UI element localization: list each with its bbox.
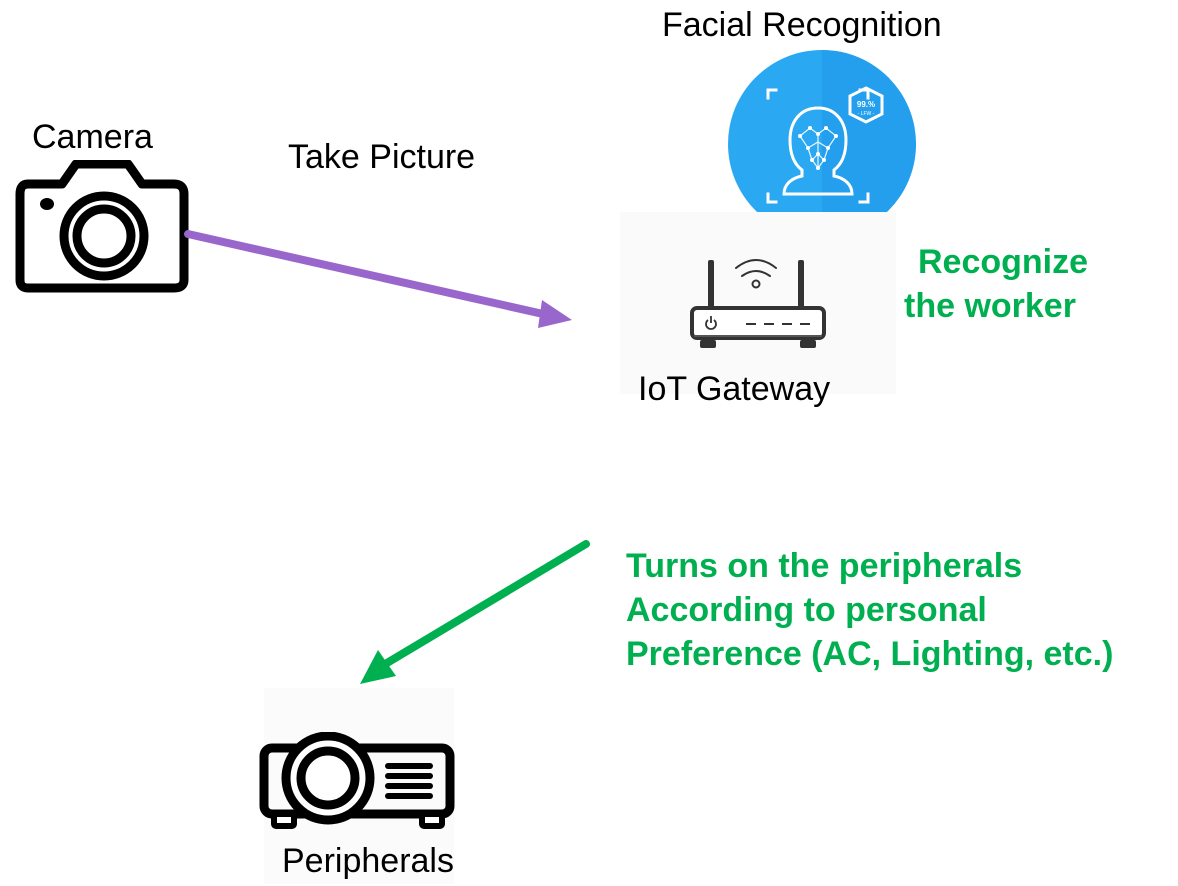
turn-on-note-line1: Turns on the peripherals: [626, 547, 1023, 585]
turn-on-note-line3: Preference (AC, Lighting, etc.): [626, 635, 1114, 673]
take-picture-arrow: [180, 220, 580, 330]
turn-on-note-line2: According to personal: [626, 591, 987, 629]
facial-recognition-label: Facial Recognition: [662, 6, 942, 44]
router-icon: [676, 244, 828, 356]
badge-value: 99.%: [857, 100, 875, 109]
take-picture-label: Take Picture: [288, 138, 476, 176]
turn-on-arrow: [352, 538, 592, 690]
projector-icon: [254, 732, 466, 832]
face-scan-icon: 99.% - LFW -: [728, 50, 916, 238]
peripherals-label: Peripherals: [282, 842, 454, 880]
recognize-note-line2: the worker: [904, 287, 1076, 325]
camera-icon: [14, 160, 190, 294]
accuracy-badge: 99.% - LFW -: [848, 86, 884, 124]
camera-label: Camera: [32, 118, 153, 156]
gateway-panel: [620, 212, 896, 394]
gateway-label: IoT Gateway: [638, 370, 831, 408]
recognize-note-line1: Recognize: [918, 243, 1089, 281]
badge-sub: - LFW -: [858, 111, 875, 117]
